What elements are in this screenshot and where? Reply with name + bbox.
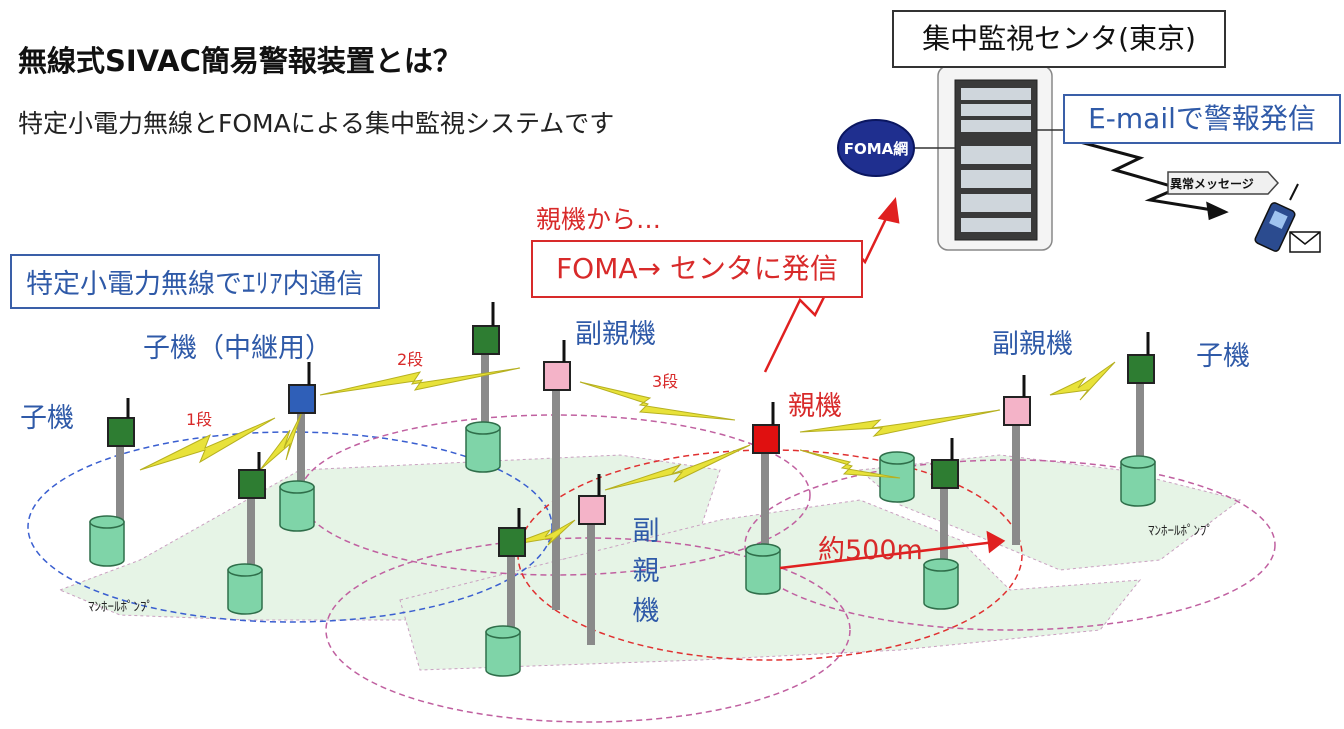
page-title: 無線式SIVAC簡易警報装置とは？ [18,44,462,78]
area-communication-box: 特定小電力無線でｴﾘｱ内通信 [10,254,380,309]
monitoring-center-box: 集中監視センタ(東京) [892,10,1226,68]
foma-network-label: FOMA網 [843,140,909,158]
zone-pink-right [744,459,1276,631]
sub-parent-top-label: 副親機 [575,319,656,350]
pump-left-label: ﾏﾝﾎｰﾙﾎﾟﾝﾌﾟ [88,600,153,615]
stage-2-label: 2段 [397,350,424,369]
foma-network-node [837,119,915,177]
relay-unit [288,384,316,414]
manhole-pumps [89,421,1156,677]
from-parent-label: 親機から… [536,205,662,234]
child-unit [931,459,959,489]
child-unit [472,325,500,355]
pump-right-label: ﾏﾝﾎｰﾙﾎﾟﾝﾌﾟ [1148,524,1213,539]
radio-signals [139,361,1116,546]
sub-parent-unit [1003,396,1031,426]
alert-message-tag [1167,171,1280,195]
radio-units [107,325,1155,557]
child-left-label: 子機 [20,403,74,434]
sub-parent-right-label: 副親機 [992,329,1073,360]
parent-unit [752,424,780,454]
child-unit [1127,354,1155,384]
email-alert-box: E-mailで警報発信 [1063,94,1341,144]
mobile-phone-icon [1254,183,1321,253]
monitoring-center [910,65,1070,251]
child-unit [238,469,266,499]
sub-parent-unit [578,495,606,525]
antennas [126,302,1150,528]
poles [116,340,1144,645]
child-unit [107,417,135,447]
sub-parent-unit [543,361,571,391]
page-subtitle: 特定小電力無線とFOMAによる集中監視システムです [18,109,615,138]
child-right-label: 子機 [1196,341,1250,372]
foma-transmit-box: FOMA→ センタに発信 [531,240,863,298]
distance-label: 約500m [818,535,923,566]
stage-3-label: 3段 [652,372,679,391]
child-unit [498,527,526,557]
distance-arrow [779,530,1006,570]
stage-1-label: 1段 [186,410,213,429]
email-signal [1079,140,1229,221]
alert-message-label: 異常メッセージ [1170,177,1254,191]
sub-parent-vertical-label: 副親機 [632,516,660,627]
child-relay-label: 子機（中継用） [143,333,332,364]
parent-label: 親機 [788,391,842,422]
